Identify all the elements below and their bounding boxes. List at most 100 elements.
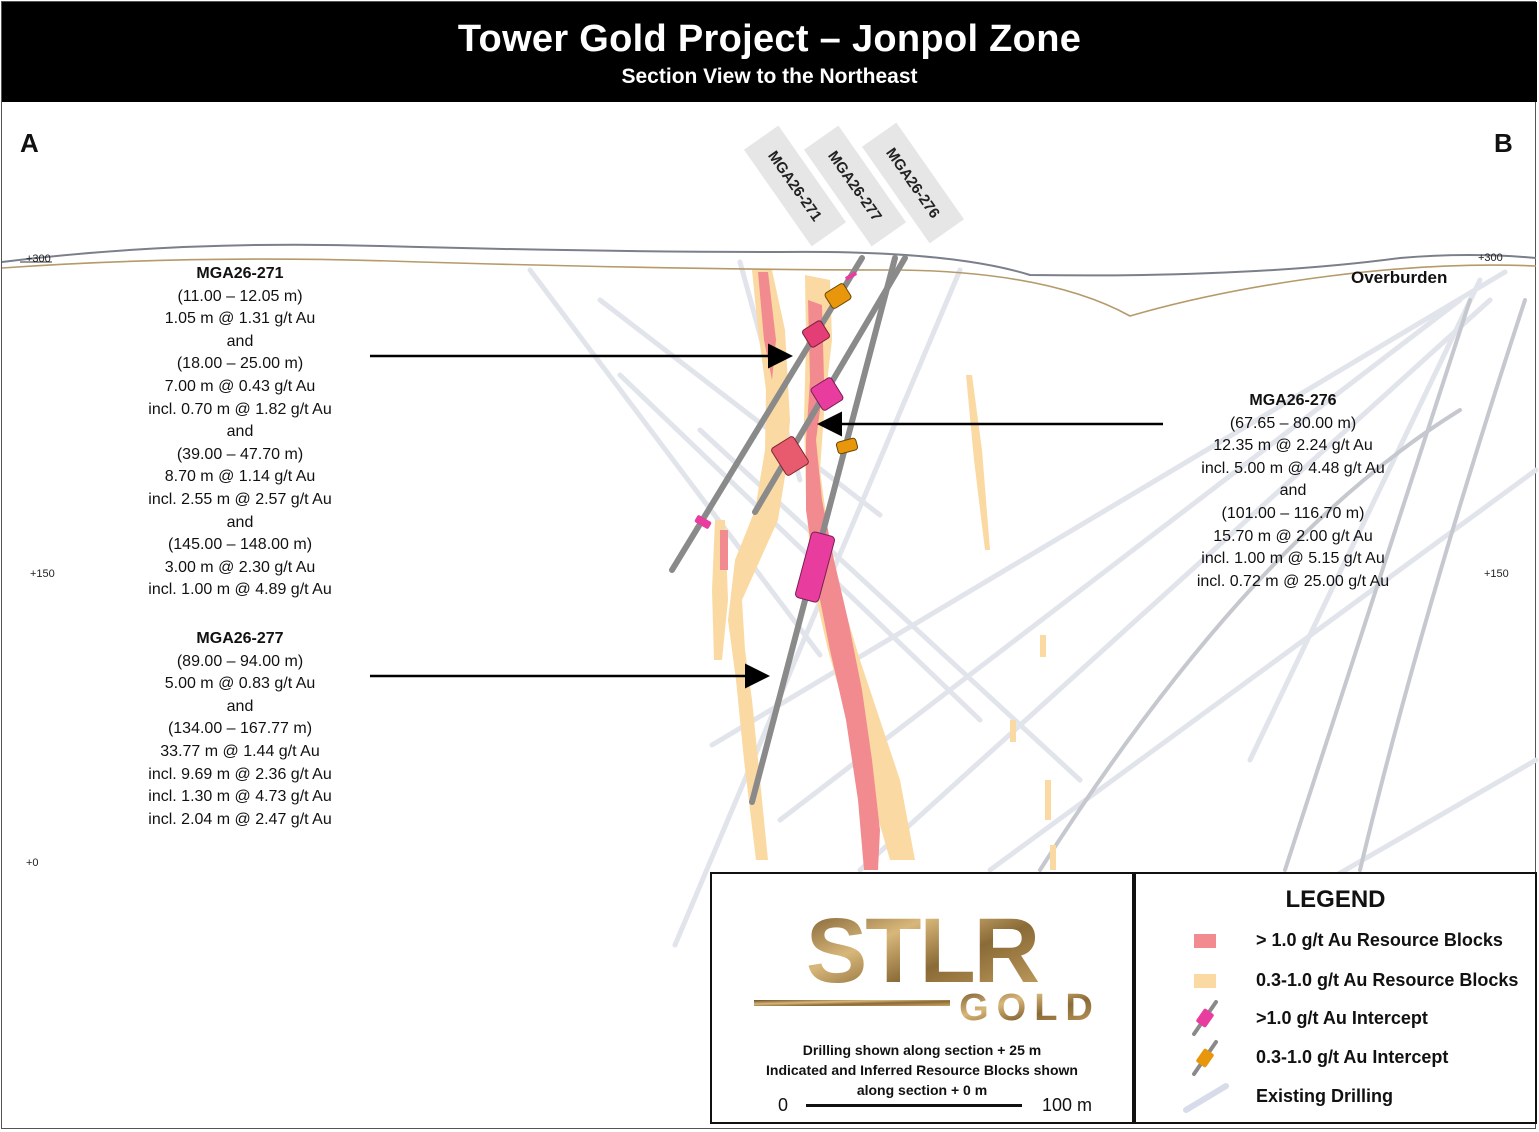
note-line: along section + 0 m — [856, 1082, 988, 1098]
low-grade-zone — [1010, 720, 1016, 742]
annotation-line: incl. 1.00 m @ 5.15 g/t Au — [1201, 550, 1385, 568]
annotation-line: incl. 1.30 m @ 4.73 g/t Au — [148, 788, 332, 806]
annotation-line: incl. 2.04 m @ 2.47 g/t Au — [148, 810, 332, 828]
legend-item-high-block: > 1.0 g/t Au Resource Blocks — [1256, 930, 1503, 950]
low-grade-intercept — [835, 437, 859, 455]
existing-hole — [697, 427, 1083, 783]
annotation-hole-name: MGA26-277 — [196, 630, 284, 647]
legend-item-existing-drilling: Existing Drilling — [1256, 1086, 1394, 1106]
annotation-mga26-277: MGA26-277 (89.00 – 94.00 m) 5.00 m @ 0.8… — [110, 628, 370, 831]
high-grade-intercept — [802, 320, 830, 348]
legend-item-low-intercept: 0.3-1.0 g/t Au Intercept — [1256, 1047, 1449, 1067]
legend-item-low-block: 0.3-1.0 g/t Au Resource Blocks — [1256, 970, 1519, 990]
low-grade-zone — [1050, 845, 1056, 870]
annotation-hole-name: MGA26-276 — [1249, 392, 1337, 409]
annotation-line: 3.00 m @ 2.30 g/t Au — [164, 558, 316, 576]
low-grade-zone — [966, 375, 990, 550]
existing-drilling-traces — [527, 259, 1539, 1003]
existing-hole — [617, 372, 983, 723]
high-grade-intercept — [694, 515, 712, 529]
stlr-gold-logo: STLR GOLD — [754, 900, 1101, 1029]
elevation-label-150-left: +150 — [30, 568, 55, 580]
annotation-line: 1.05 m @ 1.31 g/t Au — [164, 310, 316, 328]
annotation-line: incl. 0.72 m @ 25.00 g/t Au — [1196, 572, 1390, 590]
legend-swatch-high-block — [1194, 934, 1216, 948]
overburden-base-line — [1, 258, 1537, 317]
legend-title: LEGEND — [1285, 886, 1386, 913]
note-line: Indicated and Inferred Resource Blocks s… — [766, 1062, 1078, 1078]
annotation-line: (145.00 – 148.00 m) — [167, 536, 313, 554]
logo-sub-text: GOLD — [959, 987, 1101, 1029]
annotation-line: (134.00 – 167.77 m) — [167, 720, 313, 738]
section-end-a: A — [20, 128, 39, 158]
drilling-note: Drilling shown along section + 25 m Indi… — [712, 1040, 1132, 1100]
high-grade-intercept — [795, 531, 835, 603]
legend-swatch-low-block — [1194, 974, 1216, 988]
annotation-line: and — [1279, 482, 1307, 500]
scale-bar-start: 0 — [778, 1095, 789, 1115]
hole-trace-mga26-276 — [749, 255, 898, 805]
high-grade-zone — [720, 530, 728, 570]
annotation-mga26-271: MGA26-271 (11.00 – 12.05 m) 1.05 m @ 1.3… — [110, 263, 370, 602]
low-grade-zone — [1045, 780, 1051, 820]
annotation-hole-name: MGA26-271 — [196, 265, 284, 282]
annotation-line: and — [226, 423, 254, 441]
existing-hole — [857, 297, 1493, 873]
annotation-line: incl. 0.70 m @ 1.82 g/t Au — [148, 400, 332, 418]
logo-brand-text: STLR — [806, 900, 1039, 1002]
annotation-line: 12.35 m @ 2.24 g/t Au — [1213, 437, 1373, 455]
logo-underline — [754, 1000, 950, 1006]
existing-hole — [987, 467, 1539, 873]
existing-hole — [1358, 298, 1527, 872]
existing-drilling-dark — [1038, 298, 1527, 872]
high-grade-intercept — [771, 436, 809, 476]
elevation-label-0: +0 — [26, 857, 39, 869]
annotation-line: (11.00 – 12.05 m) — [177, 287, 303, 305]
figure-title: Tower Gold Project – Jonpol Zone — [457, 18, 1082, 60]
low-grade-intercept — [824, 283, 852, 309]
annotation-line: incl. 5.00 m @ 4.48 g/t Au — [1201, 459, 1385, 477]
annotation-line: and — [226, 332, 254, 350]
annotation-line: 7.00 m @ 0.43 g/t Au — [164, 377, 316, 395]
existing-hole — [597, 297, 883, 518]
legend-swatch-existing-drilling — [1183, 1083, 1229, 1113]
annotation-line: (67.65 – 80.00 m) — [1229, 414, 1357, 432]
annotation-mga26-276: MGA26-276 (67.65 – 80.00 m) 12.35 m @ 2.… — [1163, 390, 1423, 593]
elevation-label-300-right: +300 — [1478, 252, 1503, 264]
existing-hole — [1283, 298, 1472, 872]
overburden-label: Overburden — [1351, 268, 1448, 287]
annotation-line: 33.77 m @ 1.44 g/t Au — [160, 742, 320, 760]
legend-item-high-intercept: >1.0 g/t Au Intercept — [1256, 1008, 1428, 1028]
low-grade-zone — [728, 270, 790, 860]
figure-subtitle: Section View to the Northeast — [621, 65, 918, 88]
annotation-line: incl. 9.69 m @ 2.36 g/t Au — [148, 765, 332, 783]
annotation-line: and — [226, 513, 254, 531]
annotation-line: and — [226, 697, 254, 715]
annotation-line: incl. 2.55 m @ 2.57 g/t Au — [148, 490, 332, 508]
section-end-b: B — [1494, 128, 1513, 158]
existing-hole — [527, 267, 823, 658]
legend-panel: LEGEND > 1.0 g/t Au Resource Blocks 0.3-… — [1134, 872, 1537, 1124]
existing-hole — [1247, 277, 1483, 763]
annotation-line: 5.00 m @ 0.83 g/t Au — [164, 675, 316, 693]
high-grade-zone — [806, 300, 880, 870]
header-banner: Tower Gold Project – Jonpol Zone Section… — [2, 2, 1537, 102]
existing-hole — [777, 297, 1463, 823]
topography-line — [1, 243, 1537, 277]
note-line: Drilling shown along section + 25 m — [802, 1042, 1042, 1058]
high-grade-intercept — [810, 377, 844, 411]
low-grade-zone — [1040, 635, 1046, 657]
annotation-line: (39.00 – 47.70 m) — [176, 445, 304, 463]
annotation-line: (101.00 – 116.70 m) — [1221, 504, 1365, 522]
annotation-line: 8.70 m @ 1.14 g/t Au — [164, 468, 316, 486]
existing-hole — [672, 267, 963, 948]
intercepts — [694, 271, 859, 603]
logo-panel: STLR GOLD Drilling shown along section +… — [710, 872, 1134, 1124]
annotation-line: (18.00 – 25.00 m) — [176, 355, 304, 373]
annotation-line: 15.70 m @ 2.00 g/t Au — [1213, 527, 1373, 545]
legend-swatch-high-intercept — [1192, 1000, 1218, 1036]
scale-bar — [806, 1104, 1022, 1107]
legend-swatch-low-intercept — [1192, 1040, 1218, 1076]
